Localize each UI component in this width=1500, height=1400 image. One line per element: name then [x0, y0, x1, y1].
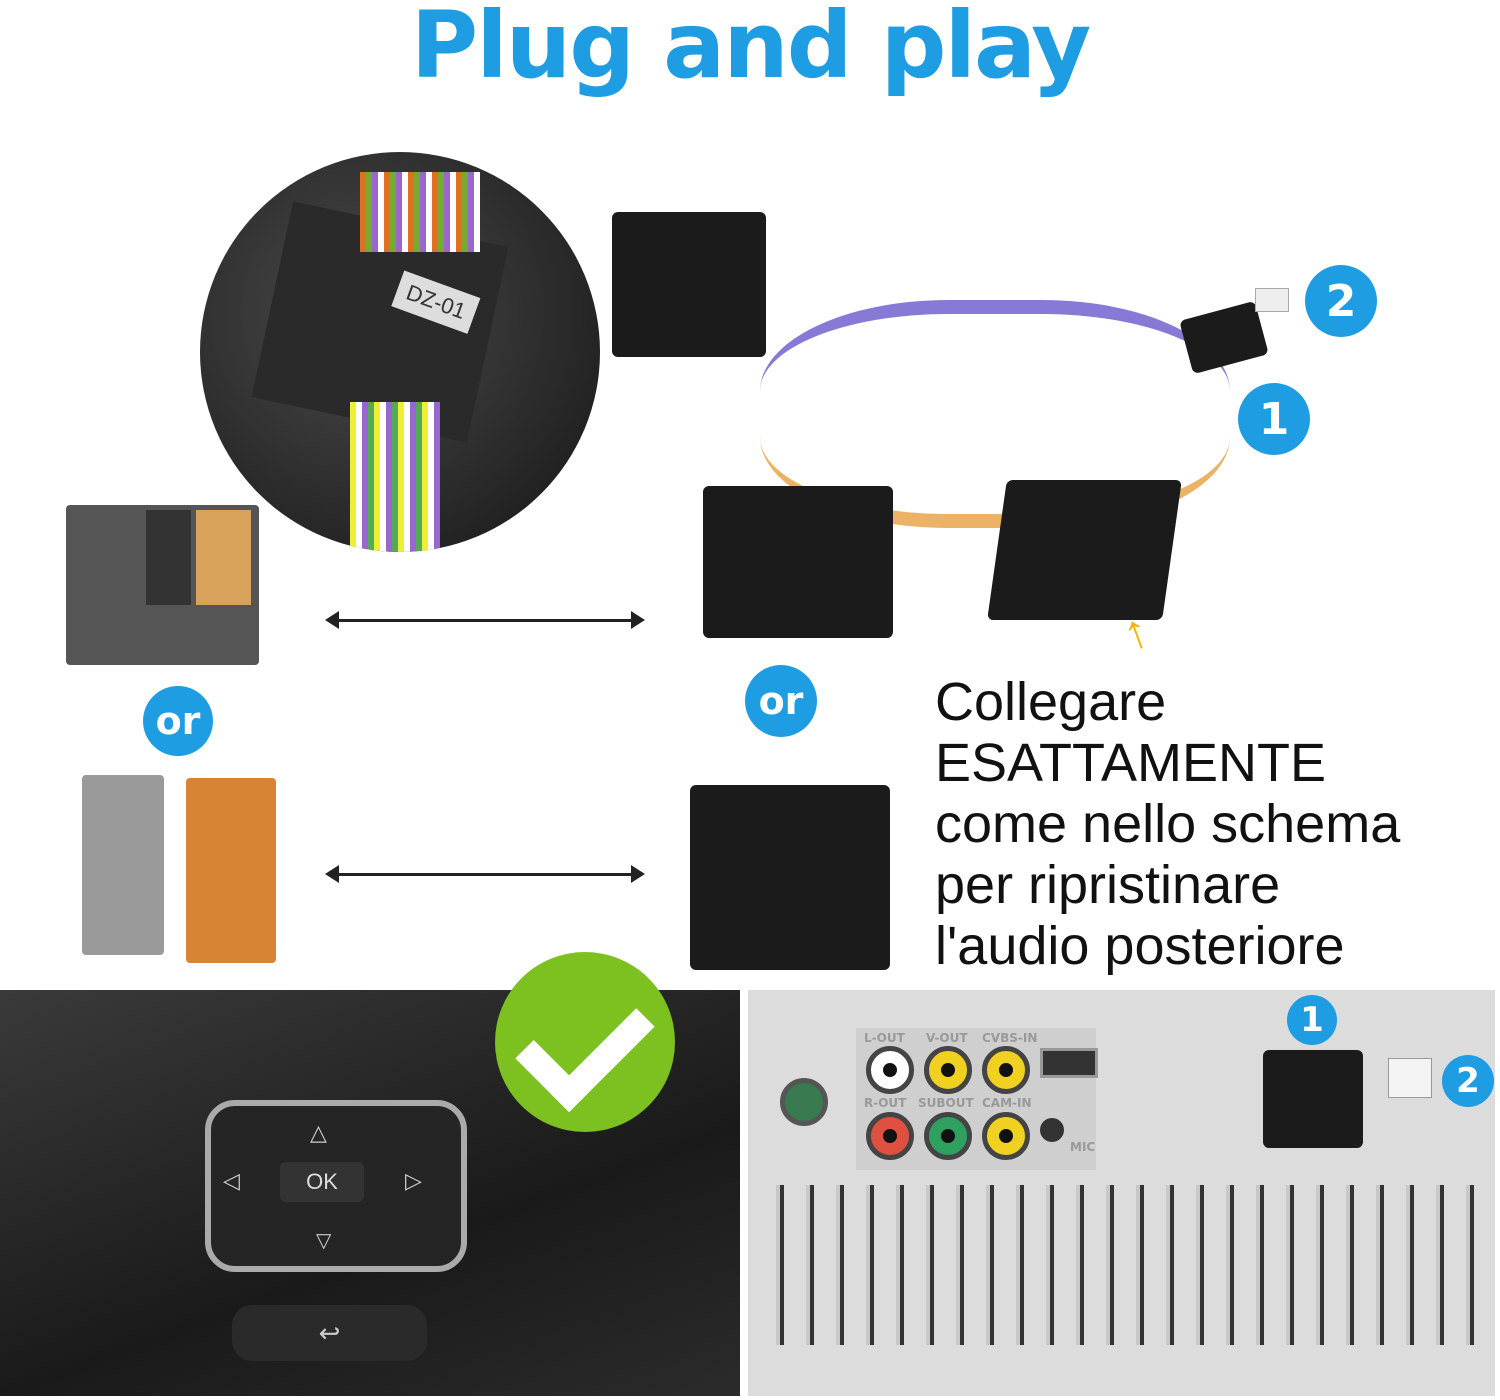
rca-cvbs-in — [982, 1046, 1030, 1094]
rca-r-out — [866, 1112, 914, 1160]
car-quadlock-connector — [66, 505, 259, 665]
wires — [360, 172, 480, 252]
note-line: Collegare — [935, 672, 1167, 732]
port-2 — [1388, 1058, 1432, 1098]
iso-connector-gray — [82, 775, 164, 955]
label-sub-out: SUBOUT — [918, 1096, 974, 1110]
rca-cam-in — [982, 1112, 1030, 1160]
or-badge: or — [143, 686, 213, 756]
label-l-out: L-OUT — [864, 1031, 905, 1045]
rca-l-out — [866, 1046, 914, 1094]
stereo-back-panel: L-OUT V-OUT CVBS-IN R-OUT SUBOUT CAM-IN … — [748, 990, 1495, 1396]
usb-port — [1040, 1048, 1098, 1078]
label-mic: MIC — [1070, 1140, 1096, 1154]
note-line: per ripristinare — [935, 855, 1281, 915]
double-arrow — [325, 865, 645, 883]
right-icon: ▷ — [405, 1168, 422, 1193]
badge-2: 2 — [1305, 265, 1377, 337]
connector-2 — [1255, 288, 1289, 312]
or-badge: or — [745, 665, 817, 737]
up-icon: △ — [310, 1120, 327, 1145]
note-line: l'audio posteriore — [935, 916, 1345, 976]
module-label: DZ-01 — [391, 270, 481, 334]
note-line: come nello schema — [935, 794, 1401, 854]
ok-button: OK — [280, 1162, 364, 1202]
left-icon: ◁ — [223, 1168, 240, 1193]
can-bus-box — [612, 212, 766, 357]
page-title: Plug and play — [410, 0, 1091, 99]
quadlock-connector — [703, 486, 893, 638]
label-r-out: R-OUT — [864, 1096, 907, 1110]
wires — [350, 402, 440, 552]
label-cam-in: CAM-IN — [982, 1096, 1032, 1110]
badge-2: 2 — [1442, 1055, 1494, 1107]
installation-photo: DZ-01 — [200, 152, 600, 552]
antenna-port — [780, 1078, 828, 1126]
mic-jack — [1040, 1118, 1064, 1142]
label-v-out: V-OUT — [926, 1031, 968, 1045]
iso-harness-connector — [690, 785, 890, 970]
amplifier-module — [987, 480, 1182, 620]
rca-sub-out — [924, 1112, 972, 1160]
badge-1: 1 — [1238, 383, 1310, 455]
back-button: ↩ — [232, 1305, 427, 1361]
check-icon — [495, 952, 675, 1132]
double-arrow — [325, 611, 645, 629]
main-harness-port — [1263, 1050, 1363, 1148]
note-line: ESATTAMENTE — [935, 733, 1327, 793]
back-icon: ↩ — [318, 1318, 341, 1348]
badge-1: 1 — [1287, 995, 1337, 1045]
rca-v-out — [924, 1046, 972, 1094]
instruction-note: Collegare ESATTAMENTE come nello schema … — [935, 672, 1400, 977]
down-icon: ▽ — [316, 1230, 332, 1252]
label-cvbs-in: CVBS-IN — [982, 1031, 1038, 1045]
vent-grille — [758, 1185, 1483, 1345]
iso-connector-orange — [186, 778, 276, 963]
